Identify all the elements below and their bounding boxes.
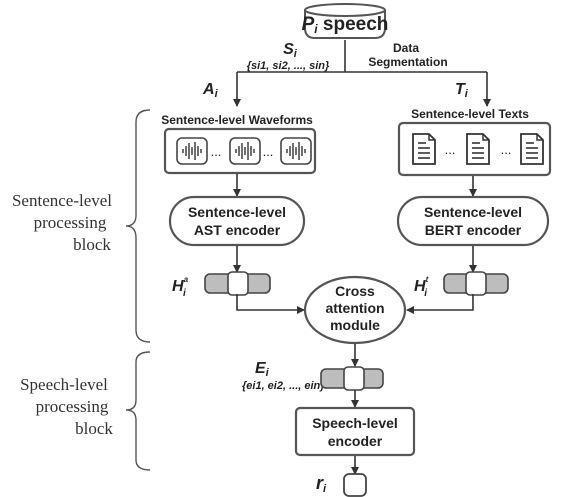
cross-attention-line1: Cross xyxy=(335,283,375,299)
speech-block-label-1: Speech-level xyxy=(20,375,108,394)
audio-branch-symbol: Ai xyxy=(202,81,219,100)
document-icon xyxy=(412,133,436,165)
waveforms-ellipsis-2: ... xyxy=(263,144,274,159)
speech-level-encoder xyxy=(294,406,416,457)
cross-attention-line2: attention xyxy=(325,300,384,316)
speech-encoder-line2: encoder xyxy=(328,433,383,449)
document-icon xyxy=(520,133,544,165)
cross-attention-line3: module xyxy=(330,317,380,333)
arrow-audio-to-cross xyxy=(236,294,305,314)
arrow-text-to-cross xyxy=(406,294,474,314)
bert-encoder-line1: Sentence-level xyxy=(424,204,522,220)
sentence-block-label-2: processing xyxy=(34,213,107,232)
waveform-icon xyxy=(280,137,312,165)
waveforms-title: Sentence-level Waveforms xyxy=(161,113,313,127)
waveform-icon xyxy=(176,137,208,165)
bert-encoder-line2: BERT encoder xyxy=(425,222,522,238)
speech-block-brace xyxy=(125,351,151,471)
speech-encoder-line1: Speech-level xyxy=(312,415,398,431)
waveforms-ellipsis: ... xyxy=(211,144,222,159)
text-branch-symbol: Ti xyxy=(455,81,469,100)
ast-encoder-line1: Sentence-level xyxy=(188,204,286,220)
sentence-block-label-3: block xyxy=(73,235,111,254)
speech-block-label-3: block xyxy=(75,419,113,438)
sentence-block-label-1: Sentence-level xyxy=(12,191,112,210)
waveform-icon xyxy=(229,137,261,165)
sentence-block-brace xyxy=(125,109,151,343)
speech-block-label-2: processing xyxy=(36,397,109,416)
speech-input-label: Pi speech xyxy=(302,14,389,36)
ast-encoder xyxy=(168,195,306,247)
h-text-vector xyxy=(443,271,509,296)
data-label: Data xyxy=(393,41,419,55)
h-audio-vector xyxy=(204,271,271,296)
output-symbol: ri xyxy=(316,473,327,495)
texts-ellipsis-2: ... xyxy=(501,142,512,157)
segments-set: {si1, si2, ..., sin} xyxy=(247,60,330,72)
segmentation-label: Segmentation xyxy=(368,55,447,69)
segments-symbol: Si xyxy=(283,41,298,60)
bert-encoder xyxy=(396,195,550,247)
embeddings-vector xyxy=(320,366,384,391)
ast-encoder-line2: AST encoder xyxy=(194,222,281,238)
output-node xyxy=(343,473,367,497)
embeddings-symbol: Ei xyxy=(255,360,270,379)
texts-title: Sentence-level Texts xyxy=(411,107,529,121)
cross-attention-module xyxy=(303,275,407,345)
texts-ellipsis: ... xyxy=(445,142,456,157)
embeddings-set: {ei1, ei2, ..., ein} xyxy=(242,380,325,392)
document-icon xyxy=(466,133,490,165)
speech-input-node: Pi speech xyxy=(302,3,389,39)
